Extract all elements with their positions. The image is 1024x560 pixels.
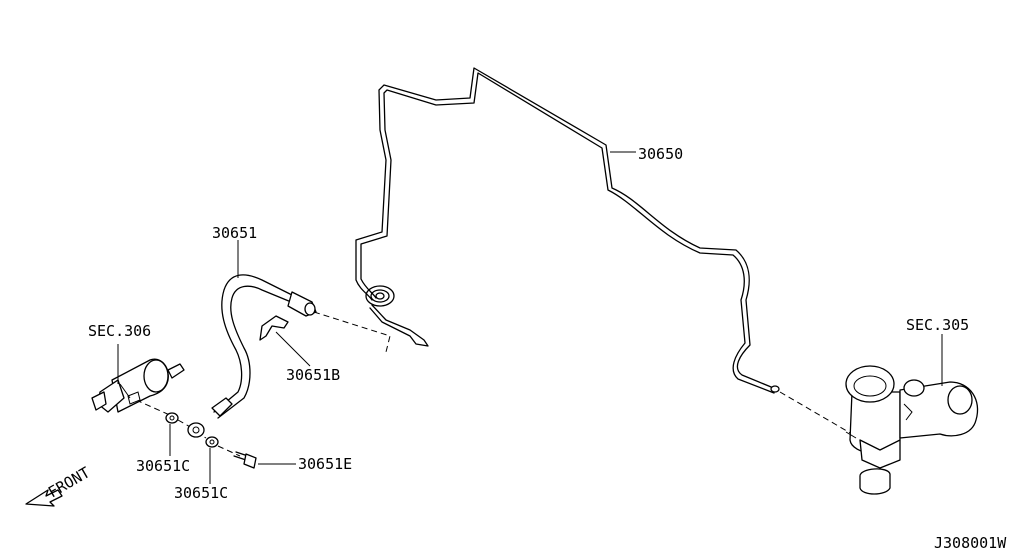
clutch-pipe bbox=[355, 67, 780, 394]
bolt-part bbox=[233, 451, 257, 469]
section-label-left: SEC.306 bbox=[88, 322, 151, 340]
operating-cylinder bbox=[91, 358, 185, 413]
part-label-washer-right: 30651C bbox=[174, 484, 228, 502]
clutch-hose bbox=[187, 274, 317, 438]
master-cylinder bbox=[845, 365, 979, 495]
part-label-washer-left: 30651C bbox=[136, 457, 190, 475]
section-label-right: SEC.305 bbox=[906, 316, 969, 334]
part-label-hose: 30651 bbox=[212, 224, 257, 242]
part-label-clip: 30651B bbox=[286, 366, 340, 384]
front-label: FRONT bbox=[45, 463, 93, 501]
leader-lines bbox=[117, 151, 943, 484]
drawing-id: J308001W bbox=[934, 534, 1007, 552]
clip-part bbox=[259, 315, 289, 341]
front-arrow-icon bbox=[25, 489, 63, 507]
part-label-pipe: 30650 bbox=[638, 145, 683, 163]
washer-parts bbox=[165, 412, 219, 448]
part-label-bolt: 30651E bbox=[298, 455, 352, 473]
